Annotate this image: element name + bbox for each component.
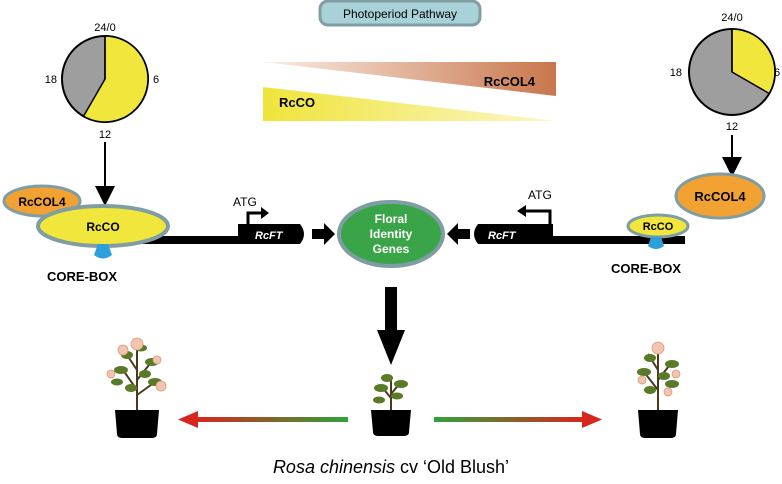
left-clock: 24/0 6 12 18 bbox=[45, 22, 159, 141]
right-co-label: RcCO bbox=[643, 221, 674, 233]
left-col4-protein bbox=[2, 184, 82, 218]
plant-left bbox=[106, 337, 167, 439]
caption: Rosa chinensis cv ‘Old Blush’ bbox=[273, 457, 509, 477]
left-corebox-label: CORE-BOX bbox=[47, 269, 117, 284]
right-dna-line bbox=[515, 236, 685, 244]
plant-right bbox=[637, 341, 681, 438]
down-arrow bbox=[377, 287, 405, 365]
co-gradient-label: RcCO bbox=[279, 95, 315, 110]
left-to-floral-arrow bbox=[312, 223, 335, 245]
right-col4-label: RcCOL4 bbox=[694, 189, 746, 204]
right-construct: RcFT ATG RcCOL4 RcCO CORE-BOX bbox=[474, 172, 766, 276]
caption-species: Rosa chinensis bbox=[273, 457, 395, 477]
left-corebox-marker bbox=[94, 244, 112, 259]
right-to-floral-arrow bbox=[447, 223, 470, 245]
co-gradient: RcCO bbox=[263, 87, 556, 121]
title-box: Photoperiod Pathway bbox=[318, 0, 482, 27]
left-dna-line bbox=[82, 236, 294, 244]
right-corebox-marker bbox=[648, 237, 664, 249]
left-gradient-arrow bbox=[178, 411, 348, 428]
left-co-label: RcCO bbox=[86, 220, 119, 234]
plant-center bbox=[371, 374, 411, 436]
left-atg-label: ATG bbox=[233, 195, 257, 209]
right-atg-label: ATG bbox=[528, 188, 552, 202]
right-ft-box bbox=[474, 224, 553, 244]
left-col4-label: RcCOL4 bbox=[18, 195, 66, 209]
right-clock-label-bottom: 12 bbox=[726, 121, 738, 133]
floral-line1: Floral bbox=[375, 212, 408, 226]
right-clock-light-sector bbox=[731, 28, 776, 95]
right-clock-label-left: 18 bbox=[670, 67, 682, 79]
floral-line2: Identity bbox=[370, 227, 413, 241]
left-ft-label: RcFT bbox=[255, 230, 284, 242]
right-clock-label-right: 6 bbox=[774, 67, 780, 79]
left-ft-box bbox=[238, 224, 304, 244]
right-gradient-arrow bbox=[434, 411, 602, 428]
right-corebox-label: CORE-BOX bbox=[611, 261, 681, 276]
left-clock-label-bottom: 12 bbox=[99, 129, 111, 141]
floral-identity-genes: Floral Identity Genes bbox=[337, 200, 445, 268]
left-construct: RcFT ATG RcCOL4 RcCO CORE-BOX bbox=[2, 184, 304, 284]
col4-gradient-label: RcCOL4 bbox=[484, 74, 536, 89]
caption-cultivar: cv ‘Old Blush’ bbox=[395, 457, 509, 477]
right-ft-label: RcFT bbox=[488, 230, 517, 242]
col4-gradient: RcCOL4 bbox=[263, 62, 556, 96]
right-clock: 24/0 6 12 18 bbox=[670, 12, 780, 133]
left-clock-label-right: 6 bbox=[153, 74, 159, 86]
left-clock-label-top: 24/0 bbox=[94, 22, 115, 34]
right-col4-protein bbox=[674, 172, 766, 220]
floral-line3: Genes bbox=[373, 242, 410, 256]
left-clock-label-left: 18 bbox=[45, 74, 57, 86]
left-clock-light-sector bbox=[82, 35, 149, 123]
right-clock-label-top: 24/0 bbox=[721, 12, 742, 24]
page-title: Photoperiod Pathway bbox=[343, 7, 457, 21]
